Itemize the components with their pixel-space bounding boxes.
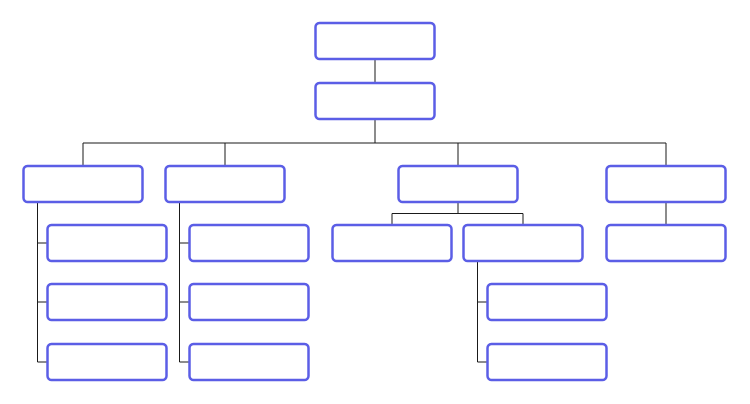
org-node-box <box>188 282 310 322</box>
org-node-box <box>486 282 608 322</box>
org-node-box <box>314 21 436 61</box>
org-node-level-1 <box>314 81 436 121</box>
org-node-branch-b-child-2 <box>188 282 310 322</box>
org-node-box <box>314 81 436 121</box>
org-node-branch-d <box>605 164 727 204</box>
org-node-branch-c-child-2 <box>462 223 584 263</box>
org-node-box <box>22 164 144 204</box>
org-node-box <box>486 342 608 382</box>
org-node-box <box>188 223 310 263</box>
org-node-branch-b-child-3 <box>188 342 310 382</box>
org-node-box <box>188 342 310 382</box>
org-node-branch-d-child-1 <box>605 223 727 263</box>
org-node-box <box>46 223 168 263</box>
org-node-root <box>314 21 436 61</box>
org-node-box <box>164 164 286 204</box>
org-node-branch-b-child-1 <box>188 223 310 263</box>
org-node-box <box>605 164 727 204</box>
org-node-branch-a-child-3 <box>46 342 168 382</box>
org-node-branch-a-child-1 <box>46 223 168 263</box>
connector-lines <box>37 59 667 363</box>
org-node-branch-c-child-2-sub-1 <box>486 282 608 322</box>
org-node-box <box>331 223 453 263</box>
org-nodes <box>22 21 727 382</box>
org-node-branch-c-child-1 <box>331 223 453 263</box>
org-node-branch-c-child-2-sub-2 <box>486 342 608 382</box>
org-node-box <box>397 164 519 204</box>
org-node-branch-a-child-2 <box>46 282 168 322</box>
org-node-box <box>462 223 584 263</box>
org-node-box <box>46 282 168 322</box>
org-node-branch-b <box>164 164 286 204</box>
org-node-branch-c <box>397 164 519 204</box>
org-node-box <box>46 342 168 382</box>
org-node-branch-a <box>22 164 144 204</box>
org-node-box <box>605 223 727 263</box>
